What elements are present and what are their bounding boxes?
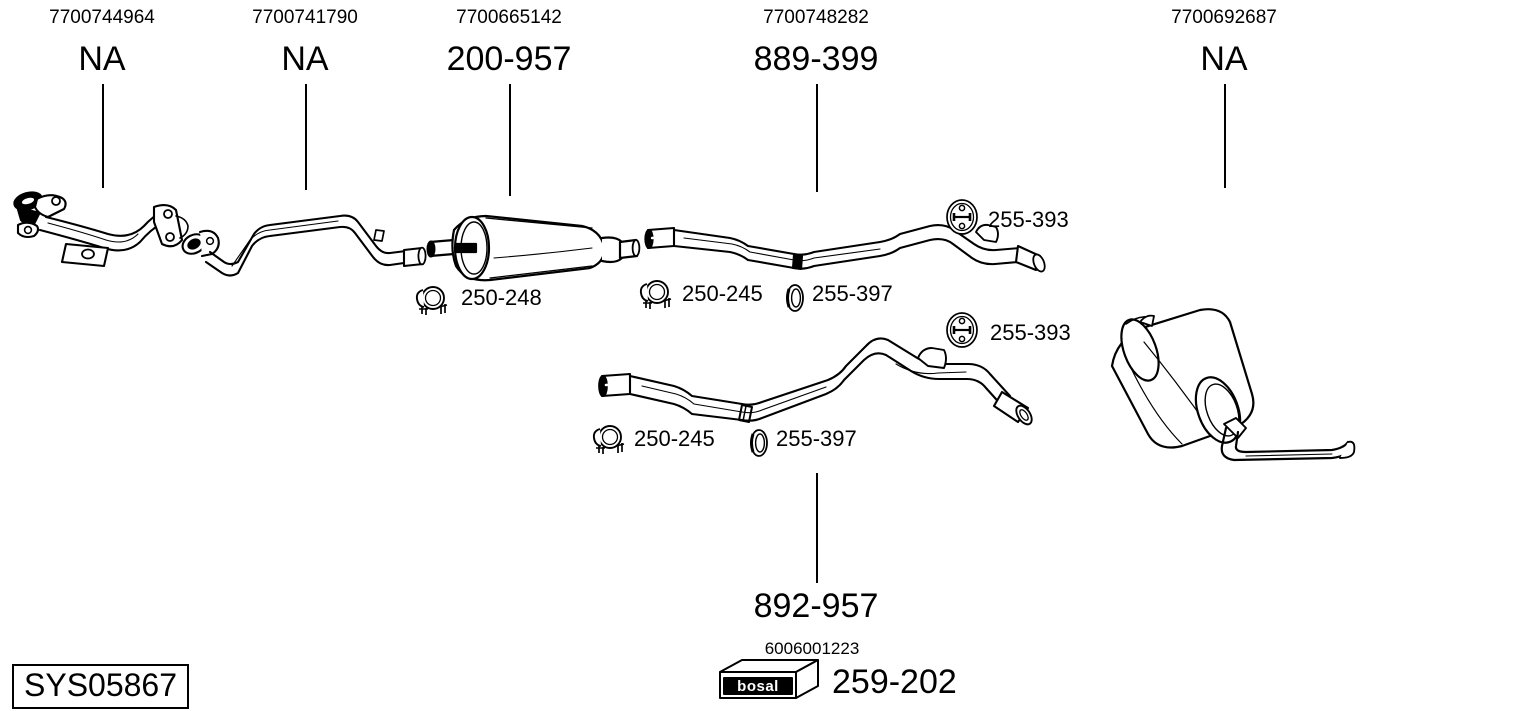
system-code-text: SYS05867 (24, 667, 178, 703)
accessory-code-250-245-lower: 250-245 (634, 426, 715, 451)
leader-line-5 (1224, 84, 1226, 188)
accessory-code-255-397-lower: 255-397 (776, 426, 857, 451)
front-connecting-pipe-art (180, 196, 430, 282)
bosal-number-2: NA (281, 40, 329, 78)
oem-number-3: 7700665142 (456, 7, 562, 28)
accessory-code-255-397-upper: 255-397 (812, 281, 893, 306)
rear-silencer-art (1096, 306, 1372, 476)
accessory-kit-code-259-202: 259-202 (832, 663, 957, 701)
bosal-brand-text: bosal (737, 678, 779, 695)
system-code-badge: SYS05867 (12, 664, 190, 709)
rubber-mount-icon-255-393-upper (944, 198, 980, 236)
intermediate-pipe-lower-art (596, 334, 1056, 444)
bosal-box-icon: bosal (706, 658, 824, 702)
leader-line-3 (509, 84, 511, 196)
intermediate-pipe-upper-art (644, 222, 1064, 294)
bosal-number-1: NA (78, 40, 126, 78)
rubber-ring-icon-255-397-upper (784, 283, 806, 313)
bosal-number-3: 200-957 (446, 40, 572, 78)
oem-number-6: 6006001223 (764, 639, 860, 658)
accessory-code-250-245-upper: 250-245 (682, 281, 763, 306)
accessory-code-255-393-lower: 255-393 (990, 320, 1071, 345)
pipe-clamp-icon-250-245-upper (637, 277, 675, 313)
bosal-number-5: NA (1200, 40, 1248, 78)
bosal-number-6: 892-957 (753, 587, 879, 625)
accessory-code-250-248: 250-248 (461, 285, 542, 310)
front-exhaust-pipe-art (4, 182, 194, 282)
pipe-clamp-icon-250-245-lower (590, 422, 628, 458)
leader-line-4 (816, 84, 818, 192)
rubber-mount-icon-255-393-lower (944, 311, 980, 349)
leader-line-2 (305, 84, 307, 190)
accessory-code-255-393-upper: 255-393 (988, 207, 1069, 232)
oem-number-1: 7700744964 (49, 7, 155, 28)
leader-line-6 (816, 473, 818, 583)
centre-silencer-art (424, 206, 642, 286)
oem-number-5: 7700692687 (1171, 7, 1277, 28)
bosal-number-4: 889-399 (753, 40, 879, 78)
oem-number-2: 7700741790 (252, 7, 358, 28)
pipe-clamp-icon-250-248 (413, 283, 451, 319)
leader-line-1 (102, 84, 104, 188)
rubber-ring-icon-255-397-lower (748, 428, 770, 458)
oem-number-4: 7700748282 (763, 7, 869, 28)
